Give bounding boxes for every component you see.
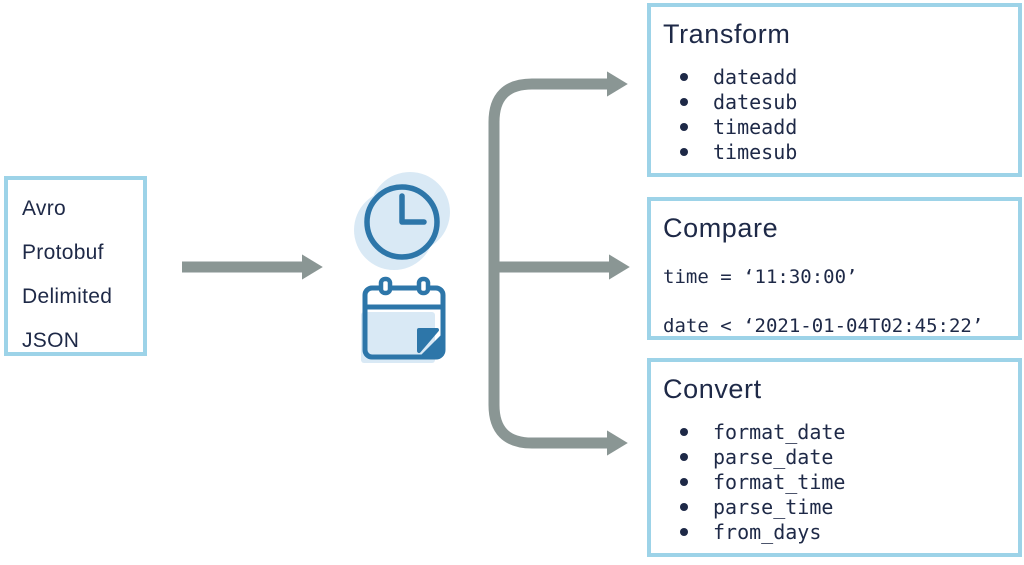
arrow-branch-bottom xyxy=(488,240,628,456)
list-item: from_days xyxy=(651,519,1018,544)
compare-example-date: date < ‘2021-01-04T02:45:22’ xyxy=(663,315,984,337)
bullet-icon xyxy=(680,72,688,81)
list-item: format_time xyxy=(651,469,1018,494)
bullet-icon xyxy=(680,477,688,486)
bullet-icon xyxy=(680,427,688,436)
convert-title: Convert xyxy=(663,374,762,404)
compare-box: Compare time = ‘11:30:00’ date < ‘2021-0… xyxy=(647,197,1022,340)
source-format-delimited: Delimited xyxy=(22,285,113,308)
function-name: from_days xyxy=(713,519,822,544)
function-name: datesub xyxy=(713,89,798,114)
bullet-icon xyxy=(680,147,688,156)
function-name: parse_time xyxy=(713,494,834,519)
bullet-icon xyxy=(680,122,688,131)
list-item: parse_date xyxy=(651,444,1018,469)
datetime-icon-group xyxy=(346,166,456,372)
list-item: dateadd xyxy=(651,64,1018,89)
bullet-icon xyxy=(680,502,688,511)
source-formats-box: Avro Protobuf Delimited JSON xyxy=(4,176,147,356)
list-item: datesub xyxy=(651,89,1018,114)
bullet-icon xyxy=(680,452,688,461)
compare-title: Compare xyxy=(663,213,779,243)
calendar-icon xyxy=(361,276,446,363)
source-format-avro: Avro xyxy=(22,197,66,220)
function-name: parse_date xyxy=(713,444,834,469)
function-name: dateadd xyxy=(713,64,798,89)
transform-title: Transform xyxy=(663,19,791,49)
transform-function-list: dateadd datesub timeadd timesub xyxy=(651,64,1018,164)
arrow-branch-top xyxy=(488,71,628,300)
convert-box: Convert format_date parse_date format_ti… xyxy=(647,358,1022,557)
compare-example-time: time = ‘11:30:00’ xyxy=(663,266,858,288)
source-format-json: JSON xyxy=(22,329,80,352)
list-item: timeadd xyxy=(651,114,1018,139)
function-name: format_date xyxy=(713,419,846,444)
convert-function-list: format_date parse_date format_time parse… xyxy=(651,419,1018,544)
function-name: format_time xyxy=(713,469,846,494)
source-format-protobuf: Protobuf xyxy=(22,241,104,264)
list-item: format_date xyxy=(651,419,1018,444)
list-item: parse_time xyxy=(651,494,1018,519)
bullet-icon xyxy=(680,527,688,536)
bullet-icon xyxy=(680,97,688,106)
clock-icon xyxy=(354,172,450,270)
list-item: timesub xyxy=(651,139,1018,164)
transform-box: Transform dateadd datesub timeadd timesu… xyxy=(647,3,1022,177)
function-name: timesub xyxy=(713,139,798,164)
function-name: timeadd xyxy=(713,114,798,139)
